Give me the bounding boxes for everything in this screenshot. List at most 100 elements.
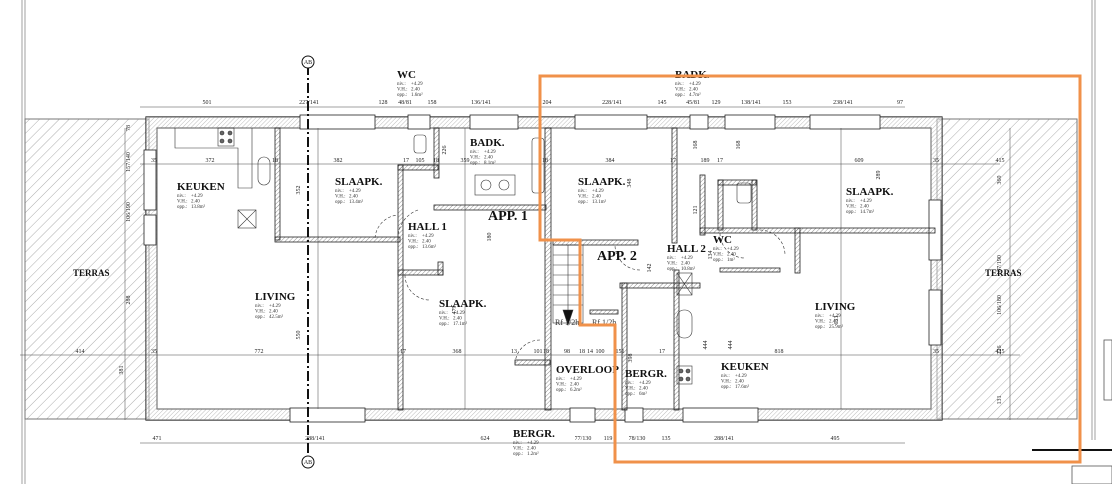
room-detail-value: 17.1m²: [453, 321, 468, 327]
room-detail-label: V.H.:: [721, 380, 731, 385]
dimension-label: 119: [604, 436, 613, 442]
room-name: BERGR.: [513, 428, 555, 440]
room-detail-label: opp.:: [255, 315, 265, 320]
room-detail-value: +4.29: [484, 150, 496, 155]
dimension-label: 18: [433, 158, 439, 164]
dimension-label: 121: [693, 206, 699, 215]
room-detail-label: niv.:: [177, 194, 186, 199]
room-detail-label: opp.:: [625, 392, 635, 397]
dimension-label: 818: [775, 349, 784, 355]
room-detail-value: +4.29: [422, 234, 434, 239]
dimension-label: 348: [627, 179, 633, 188]
room-name: BADK.: [470, 137, 505, 149]
room-detail-label: V.H.:: [556, 383, 566, 388]
room-detail-value: 4.7m²: [689, 92, 701, 98]
room-name: KEUKEN: [177, 181, 225, 193]
dimension-label: 204: [543, 100, 552, 106]
room-detail-value: 2.40: [484, 156, 493, 161]
dimension-label: 100: [596, 349, 605, 355]
room-detail-value: +4.29: [411, 82, 423, 87]
room-detail-label: V.H.:: [470, 156, 480, 161]
room-detail-label: opp.:: [675, 93, 685, 98]
dimension-label: 772: [255, 349, 264, 355]
room-detail-value: +4.29: [570, 377, 582, 382]
dimension-label: 35: [151, 349, 157, 355]
dimension-label: 226: [997, 346, 1003, 355]
room-detail-label: V.H.:: [335, 195, 345, 200]
axis-marker-top: [301, 55, 315, 69]
staircase: [552, 244, 584, 326]
room-name: SLAAPK.: [578, 176, 626, 188]
room-detail-value: 8.1m²: [484, 160, 496, 166]
dimension-label: 145: [658, 100, 667, 106]
dimension-label: 398: [628, 354, 634, 363]
room-detail-label: V.H.:: [713, 253, 723, 258]
dimension-label: 151: [616, 349, 625, 355]
room-detail-label: opp.:: [556, 388, 566, 393]
dimension-label: 14: [587, 349, 593, 355]
room-name: HALL 1: [408, 221, 447, 233]
room-detail-label: niv.:: [578, 189, 587, 194]
room-detail-label: niv.:: [721, 374, 730, 379]
terrace-right: [936, 118, 1078, 420]
room-detail-value: 2.40: [411, 88, 420, 93]
room-detail-value: +4.29: [681, 256, 693, 261]
room-detail-label: opp.:: [177, 205, 187, 210]
room-detail-value: +4.29: [860, 199, 872, 204]
room-detail-value: +4.29: [639, 381, 651, 386]
room-name: SLAAPK.: [846, 186, 894, 198]
dimension-label: 97: [897, 100, 903, 106]
dimension-label: 168: [693, 141, 699, 150]
room-name: SLAAPK.: [335, 176, 383, 188]
dimension-label: 18: [543, 349, 549, 355]
dimension-label: 352: [296, 186, 302, 195]
room-detail-label: V.H.:: [513, 447, 523, 452]
room-detail-label: niv.:: [408, 234, 417, 239]
room-detail-value: 2.40: [191, 200, 200, 205]
room-detail-value: +4.29: [269, 304, 281, 309]
room-detail-value: +4.29: [727, 247, 739, 252]
room-detail-label: opp.:: [408, 245, 418, 250]
room-detail-value: +4.29: [592, 189, 604, 194]
dimension-label: 495: [831, 436, 840, 442]
interior-walls: [274, 127, 936, 411]
dimension-label: 13: [511, 349, 517, 355]
room-detail-label: opp.:: [721, 385, 731, 390]
fire-rating-label: Rf 1/2h: [555, 318, 579, 327]
room-detail-label: V.H.:: [846, 205, 856, 210]
room-detail-value: 6.2m²: [570, 387, 582, 393]
room-detail-value: +4.29: [735, 374, 747, 379]
room-detail-value: +4.29: [689, 82, 701, 87]
dimension-label: 131: [997, 396, 1003, 405]
room-detail-value: 2.40: [829, 320, 838, 325]
axis-marker-top-label: AB: [304, 60, 312, 66]
room-detail-label: niv.:: [846, 199, 855, 204]
dimension-label: 35: [151, 158, 157, 164]
dimension-label: 501: [203, 100, 212, 106]
room-detail-value: 13.8m²: [191, 204, 206, 210]
room-detail-label: V.H.:: [815, 320, 825, 325]
room-detail-label: niv.:: [397, 82, 406, 87]
terrace-left: [24, 118, 150, 420]
apartment-label-1: APP. 1: [488, 209, 528, 224]
room-detail-value: +4.29: [527, 441, 539, 446]
dimension-label: 17: [670, 158, 676, 164]
dimension-label: 414: [76, 349, 85, 355]
dimension-label: 444: [728, 341, 734, 350]
room-labels: WCniv.:+4.29V.H.:2.40opp.:1.6m²BADK.niv.…: [177, 69, 894, 457]
room-detail-value: 2.40: [592, 195, 601, 200]
room-detail-label: niv.:: [556, 377, 565, 382]
dimension-label: 78: [126, 125, 132, 131]
axis-marker-bottom: [301, 455, 315, 469]
room-detail-value: 2.40: [349, 195, 358, 200]
room-detail-value: 42.5m²: [269, 314, 284, 320]
dimension-label: 138/141: [741, 100, 761, 106]
room-detail-label: opp.:: [335, 200, 345, 205]
apartment-label-2: APP. 2: [597, 249, 637, 264]
room-name: HALL 2: [667, 243, 706, 255]
dimension-label: 17: [717, 158, 723, 164]
room-detail-value: 17.6m²: [735, 384, 750, 390]
dimension-label: 35: [933, 158, 939, 164]
dimension-label: 17: [659, 349, 665, 355]
room-detail-label: opp.:: [397, 93, 407, 98]
